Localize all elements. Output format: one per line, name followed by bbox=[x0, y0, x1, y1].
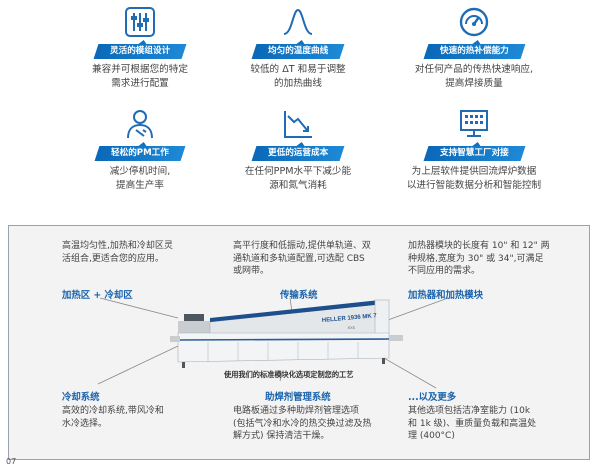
machine-label: HELLER 1936 MK 7 bbox=[322, 313, 378, 324]
feature-temperature-curve: 均匀的温度曲线 较低的 ΔT 和易于调整的加热曲线 bbox=[198, 6, 398, 91]
feature-modular-design: 灵活的模组设计 兼容并可根据您的特定需求进行配置 bbox=[40, 6, 240, 91]
feature-heat-compensation: 快速的热补偿能力 对任何产品的传热快速响应,提高焊接质量 bbox=[374, 6, 574, 91]
more-options-heading: ...以及更多 bbox=[408, 392, 457, 403]
machine-badge: EXS bbox=[348, 326, 356, 330]
feature-description: 较低的 ΔT 和易于调整的加热曲线 bbox=[250, 64, 346, 89]
heater-module-heading: 加热器和加热模块 bbox=[408, 290, 484, 301]
feature-smart-factory: 支持智慧工厂对接 为上层软件提供回流焊炉数据以进行智能数据分析和智能控制 bbox=[374, 108, 574, 193]
machine-caption: 使用我们的标准模块化选项定制您的工艺 bbox=[224, 370, 354, 379]
cooling-system-heading: 冷却系统 bbox=[62, 392, 100, 403]
feature-description: 为上层软件提供回流焊炉数据以进行智能数据分析和智能控制 bbox=[406, 166, 542, 191]
flux-management-description: 电路板通过多种助焊剂管理选项(包括气冷和水冷的热交换过滤及热解方式) 保持清洁干… bbox=[233, 406, 372, 442]
feature-description: 对任何产品的传热快速响应,提高焊接质量 bbox=[414, 64, 534, 89]
conveyor-heading: 传输系统 bbox=[280, 290, 318, 301]
heating-cooling-heading: 加热区 + 冷却区 bbox=[62, 290, 133, 301]
callout-line bbox=[97, 345, 179, 385]
technician-icon bbox=[127, 110, 153, 139]
reflow-oven-illustration: HELLER 1936 MK 7 EXS bbox=[170, 299, 403, 368]
feature-description: 在任何PPM水平下减少能源和氮气消耗 bbox=[244, 166, 352, 191]
feature-description: 兼容并可根据您的特定需求进行配置 bbox=[92, 64, 188, 89]
flux-management-heading: 助焊剂管理系统 bbox=[265, 392, 331, 403]
heating-cooling-description: 高温均匀性,加热和冷却区灵活组合,更适合您的应用。 bbox=[62, 241, 173, 264]
cooling-system-description: 高效的冷却系统,带风冷和水冷选择。 bbox=[62, 406, 164, 429]
feature-pm-work: 轻松的PM工作 减少停机时间,提高生产率 bbox=[40, 108, 240, 193]
sliders-icon bbox=[125, 7, 155, 37]
decline-chart-icon bbox=[284, 111, 312, 138]
heater-module-description: 加热器模块的长度有 10" 和 12" 两种规格,宽度为 30" 或 34",可… bbox=[408, 241, 550, 277]
gauge-icon bbox=[459, 7, 489, 37]
data-monitor-icon bbox=[460, 110, 488, 137]
callout-line bbox=[387, 297, 449, 321]
callout-line bbox=[279, 371, 283, 382]
feature-operating-cost: 更低的运营成本 在任何PPM水平下减少能源和氮气消耗 bbox=[198, 108, 398, 193]
page-number: 07 bbox=[6, 457, 17, 466]
bell-curve-icon bbox=[283, 8, 313, 35]
feature-description: 减少停机时间,提高生产率 bbox=[109, 166, 171, 191]
callout-line bbox=[99, 297, 179, 319]
